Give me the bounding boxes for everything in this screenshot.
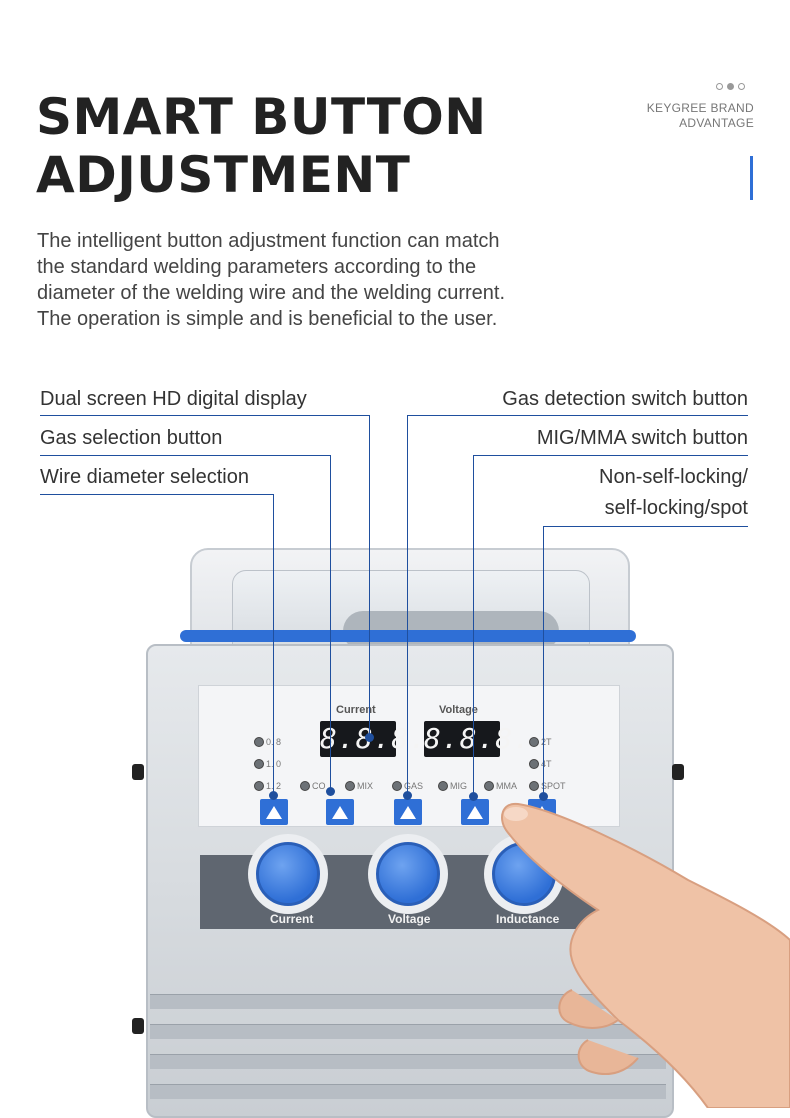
brand-tag: KEYGREE BRAND ADVANTAGE bbox=[647, 101, 754, 131]
description-line: The intelligent button adjustment functi… bbox=[37, 230, 500, 252]
gas-check-label: GAS bbox=[404, 781, 424, 791]
callout-dot bbox=[403, 791, 412, 800]
wire-diameter-button[interactable] bbox=[260, 799, 288, 825]
mix-led bbox=[345, 781, 355, 791]
triangle-up-icon bbox=[266, 805, 282, 819]
wire-1-2-led bbox=[254, 781, 264, 791]
pager-dots bbox=[716, 83, 745, 90]
callout-line bbox=[40, 494, 274, 495]
title-line-2: ADJUSTMENT bbox=[36, 146, 411, 204]
trigger-spot-label: SPOT bbox=[541, 781, 566, 791]
description-line: the standard welding parameters accordin… bbox=[37, 256, 477, 278]
title-line-1: SMART BUTTON bbox=[36, 88, 487, 146]
callout-dot bbox=[326, 787, 335, 796]
callout-dot bbox=[469, 792, 478, 801]
description: The intelligent button adjustment functi… bbox=[37, 228, 597, 332]
trigger-4t-label: 4T bbox=[541, 759, 552, 769]
mix-label: MIX bbox=[357, 781, 374, 791]
wire-0-8-led bbox=[254, 737, 264, 747]
callout-locking-line-2: self-locking/spot bbox=[604, 497, 748, 519]
callout-dot bbox=[539, 792, 548, 801]
callout-line bbox=[40, 415, 370, 416]
callout-wire-diameter: Wire diameter selection bbox=[40, 466, 249, 488]
pager-dot-active bbox=[727, 83, 734, 90]
current-knob[interactable] bbox=[256, 842, 320, 906]
mig-mma-switch-button[interactable] bbox=[461, 799, 489, 825]
side-latch bbox=[672, 764, 684, 780]
co2-label: CO bbox=[312, 781, 326, 791]
vent-slat bbox=[150, 1024, 666, 1039]
pager-dot bbox=[716, 83, 723, 90]
pager-dot bbox=[738, 83, 745, 90]
current-knob-label: Current bbox=[270, 912, 314, 926]
voltage-display: 8.8.8. bbox=[424, 721, 532, 757]
brand-line-1: KEYGREE BRAND bbox=[646, 101, 754, 115]
callout-gas-detection: Gas detection switch button bbox=[502, 388, 748, 410]
voltage-knob[interactable] bbox=[376, 842, 440, 906]
description-line: The operation is simple and is beneficia… bbox=[37, 308, 498, 330]
callout-dot bbox=[365, 733, 374, 742]
callout-gas-selection: Gas selection button bbox=[40, 427, 223, 449]
vent-slat bbox=[150, 1084, 666, 1099]
callout-line bbox=[330, 455, 331, 791]
description-line: diameter of the welding wire and the wel… bbox=[37, 282, 506, 304]
callout-line bbox=[473, 455, 474, 796]
voltage-knob-label: Voltage bbox=[388, 912, 431, 926]
callout-line bbox=[543, 526, 544, 796]
callout-line bbox=[473, 455, 748, 456]
callout-locking-line-1: Non-self-locking/ bbox=[599, 466, 748, 488]
inductance-knob-label: Inductance bbox=[496, 912, 560, 926]
voltage-display-label: Voltage bbox=[439, 704, 478, 716]
gas-check-led bbox=[392, 781, 402, 791]
brand-accent-bar bbox=[750, 156, 753, 200]
triangle-up-icon bbox=[467, 805, 483, 819]
callout-dot bbox=[269, 791, 278, 800]
mma-label: MMA bbox=[496, 781, 517, 791]
callout-line bbox=[369, 415, 370, 737]
triangle-up-icon bbox=[332, 805, 348, 819]
mig-led bbox=[438, 781, 448, 791]
trigger-2t-led bbox=[529, 737, 539, 747]
mig-label: MIG bbox=[450, 781, 467, 791]
brand-line-2: ADVANTAGE bbox=[679, 116, 754, 130]
callout-line bbox=[273, 494, 274, 795]
gas-detection-button[interactable] bbox=[394, 799, 422, 825]
wire-1-0-led bbox=[254, 759, 264, 769]
current-display: 8.8.8. bbox=[320, 721, 428, 757]
trigger-4t-led bbox=[529, 759, 539, 769]
callout-dual-screen: Dual screen HD digital display bbox=[40, 388, 307, 410]
current-display-label: Current bbox=[336, 704, 376, 716]
callout-line bbox=[407, 415, 748, 416]
trigger-spot-led bbox=[529, 781, 539, 791]
cooling-vents bbox=[150, 990, 666, 1108]
callout-mig-mma: MIG/MMA switch button bbox=[536, 427, 748, 449]
callout-line bbox=[543, 526, 748, 527]
gas-selection-button[interactable] bbox=[326, 799, 354, 825]
mma-led bbox=[484, 781, 494, 791]
side-latch bbox=[132, 1018, 144, 1034]
vent-slat bbox=[150, 1054, 666, 1069]
callout-line bbox=[40, 455, 330, 456]
vent-slat bbox=[150, 994, 666, 1009]
side-latch bbox=[132, 764, 144, 780]
callout-line bbox=[407, 415, 408, 795]
trigger-2t-label: 2T bbox=[541, 737, 552, 747]
co2-led bbox=[300, 781, 310, 791]
pointing-hand-image bbox=[501, 802, 790, 1108]
triangle-up-icon bbox=[400, 805, 416, 819]
page-title: SMART BUTTON ADJUSTMENT bbox=[36, 88, 487, 204]
blue-rim bbox=[180, 630, 636, 642]
